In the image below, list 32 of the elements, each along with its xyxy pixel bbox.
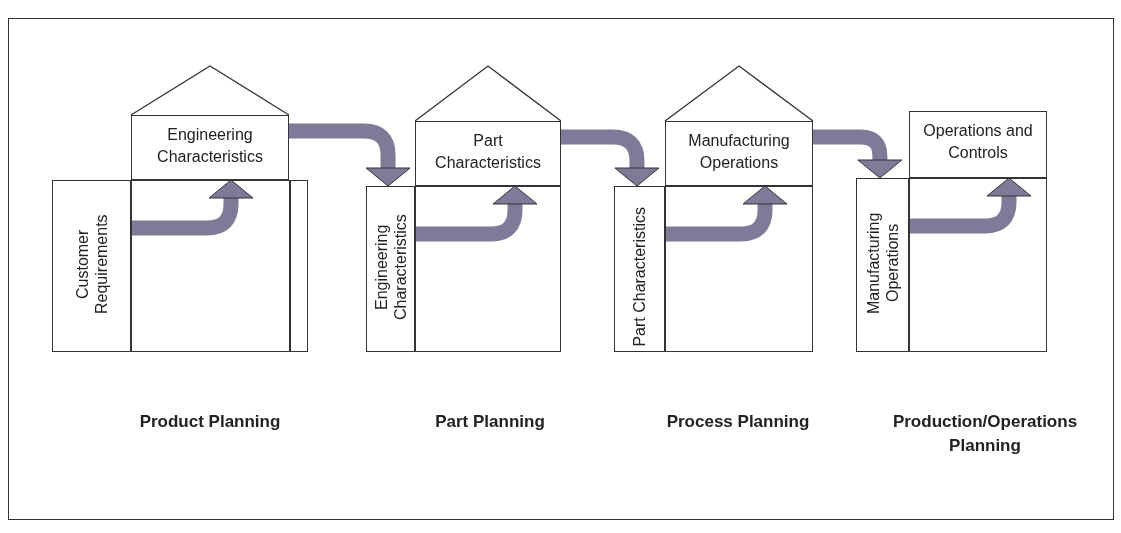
row-header-box (614, 186, 665, 352)
matrix-box (415, 186, 561, 352)
row-header-box (366, 186, 415, 352)
phase-label: Part Planning (434, 411, 546, 433)
matrix-box (290, 180, 308, 352)
header-text: Manufacturing Operations (863, 211, 902, 316)
matrix-box (665, 186, 813, 352)
row-header-box (856, 178, 909, 352)
header-text: Engineering Characteristics (156, 125, 264, 167)
header-text: Engineering Characteristics (371, 213, 410, 322)
block-arrow (665, 185, 788, 242)
block-arrow (131, 179, 254, 236)
header-text: Manufacturing Operations (687, 131, 791, 173)
header-text: Operations and Controls (922, 121, 1034, 163)
column-header-box (665, 121, 813, 186)
header-text: Part Characteristics (630, 207, 649, 347)
column-header-box (415, 121, 561, 186)
phase-label: Product Planning (138, 411, 282, 433)
phase-label: Production/Operations Planning (891, 411, 1079, 457)
row-header-box (52, 180, 131, 352)
header-text: Part Characteristics (434, 131, 542, 173)
block-arrow (813, 129, 903, 179)
matrix-box (909, 178, 1047, 352)
header-text: Customer Requirements (72, 213, 111, 316)
block-arrow (909, 177, 1032, 234)
column-header-box (131, 115, 289, 180)
block-arrow (415, 185, 538, 242)
block-arrow (561, 129, 660, 187)
column-header-box (909, 111, 1047, 178)
matrix-box (131, 180, 290, 352)
block-arrow (289, 123, 411, 187)
phase-label: Process Planning (665, 411, 811, 433)
